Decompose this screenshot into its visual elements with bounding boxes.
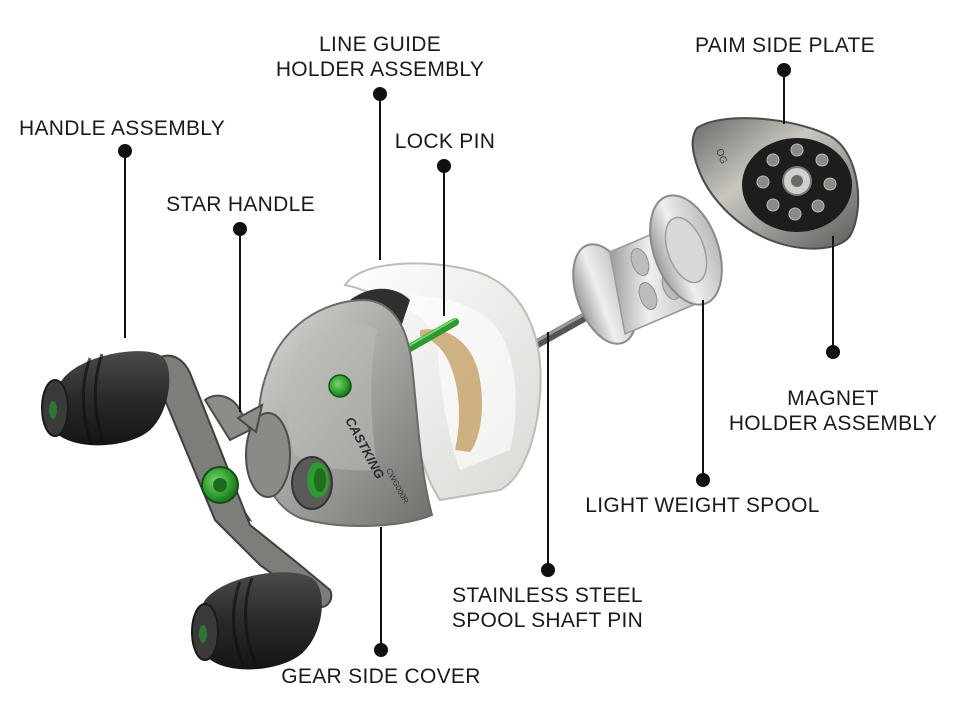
label-magnet-holder: MAGNET HOLDER ASSEMBLY: [718, 386, 948, 436]
label-handle-assembly: HANDLE ASSEMBLY: [19, 117, 226, 140]
label-shaft-pin: STAINLESS STEEL SPOOL SHAFT PIN: [440, 583, 655, 633]
cast-control-part: [291, 456, 333, 510]
leader-dot-magnet-holder: [826, 345, 840, 359]
label-magnet-line2: HOLDER ASSEMBLY: [728, 412, 938, 435]
label-line-guide-line2: HOLDER ASSEMBLY: [275, 58, 485, 81]
label-line-guide: LINE GUIDE HOLDER ASSEMBLY: [265, 32, 495, 82]
label-star-handle: STAR HANDLE: [166, 193, 315, 216]
leader-dot-handle-assembly: [118, 144, 132, 158]
label-shaft-pin-line1: STAINLESS STEEL: [452, 584, 643, 607]
leader-dot-spool: [696, 473, 710, 487]
leader-dot-star-handle: [233, 222, 247, 236]
leader-dot-shaft-pin: [541, 563, 555, 577]
leader-dot-gear-cover: [374, 643, 388, 657]
label-gear-side-cover: GEAR SIDE COVER: [281, 665, 481, 688]
label-lock-pin: LOCK PIN: [394, 130, 496, 153]
handle-knob-top: [41, 351, 170, 446]
svg-text:OG: OG: [713, 147, 729, 166]
leader-lines: [118, 63, 840, 657]
label-magnet-line1: MAGNET: [787, 387, 879, 410]
leader-dot-line-guide: [373, 87, 387, 101]
label-shaft-pin-line2: SPOOL SHAFT PIN: [451, 609, 644, 632]
palm-side-plate-part: OG: [691, 117, 860, 250]
label-palm-side-plate: PAIM SIDE PLATE: [695, 34, 875, 57]
leader-dot-lock-pin: [437, 159, 451, 173]
leader-dot-palm-plate: [777, 63, 791, 77]
gear-side-cover-part: CASTKING CWG000R: [256, 298, 434, 527]
light-weight-spool-part: [572, 194, 723, 345]
handle-knob-bottom: [191, 572, 322, 670]
label-light-weight-spool: LIGHT WEIGHT SPOOL: [585, 494, 820, 517]
label-line-guide-line1: LINE GUIDE: [318, 33, 442, 56]
